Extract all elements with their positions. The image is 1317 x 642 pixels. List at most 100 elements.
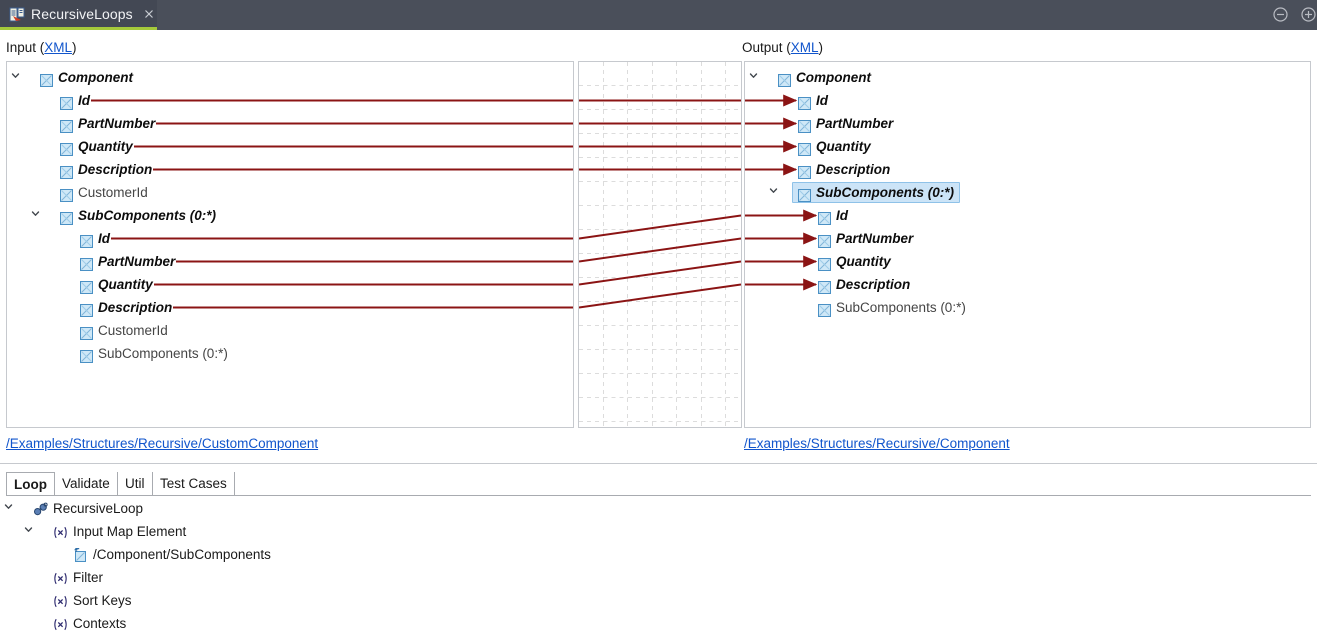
- element-icon: [80, 255, 93, 271]
- input-node-label: Quantity: [98, 277, 153, 292]
- tab-loop[interactable]: Loop: [6, 472, 55, 495]
- input-tree-row[interactable]: CustomerId: [7, 181, 573, 204]
- input-tree-row[interactable]: Id: [7, 89, 573, 112]
- chevron-down-icon[interactable]: [747, 66, 760, 89]
- output-tree-row[interactable]: SubComponents (0:*): [745, 296, 1310, 319]
- mapping-connection-lines: [579, 99, 741, 309]
- output-tree-row[interactable]: PartNumber: [745, 227, 1310, 250]
- input-tree-row[interactable]: Quantity: [7, 135, 573, 158]
- input-tree-row[interactable]: Description: [7, 158, 573, 181]
- chevron-down-icon[interactable]: [2, 497, 15, 520]
- chevron-down-icon[interactable]: [29, 204, 42, 227]
- input-node-label: PartNumber: [78, 116, 156, 131]
- title-bar: RecursiveLoops: [0, 0, 1317, 30]
- tab-util[interactable]: Util: [118, 472, 153, 495]
- element-icon: [80, 232, 93, 248]
- input-node-label: SubComponents (0:*): [98, 346, 228, 361]
- element-icon: [818, 209, 831, 225]
- tab-test-cases[interactable]: Test Cases: [153, 472, 235, 495]
- element-icon: [798, 94, 811, 110]
- output-node-label: SubComponents (0:*): [816, 185, 954, 200]
- output-tree-row[interactable]: Quantity: [745, 135, 1310, 158]
- output-xml-link[interactable]: XML: [790, 40, 819, 55]
- input-node-label: Component: [58, 70, 133, 85]
- output-node-label: PartNumber: [816, 116, 894, 131]
- output-tree-row[interactable]: SubComponents (0:*): [745, 181, 1310, 204]
- function-icon: [53, 570, 68, 585]
- element-icon: [60, 94, 73, 110]
- output-node-label: Quantity: [816, 139, 871, 154]
- input-connection-lines: [91, 99, 573, 309]
- chevron-down-icon[interactable]: [767, 181, 780, 204]
- input-node-label: Description: [98, 300, 173, 315]
- loop-tree-label: /Component/SubComponents: [93, 547, 271, 562]
- function-icon: [53, 524, 68, 539]
- element-icon: [778, 71, 791, 87]
- input-tree-row[interactable]: Quantity: [7, 273, 573, 296]
- loop-tree-row[interactable]: Input Map Element: [0, 520, 1317, 543]
- loop-tree-row[interactable]: Filter: [0, 566, 1317, 589]
- input-tree-row[interactable]: Description: [7, 296, 573, 319]
- output-tree-row[interactable]: Description: [745, 158, 1310, 181]
- output-tree-row[interactable]: Id: [745, 204, 1310, 227]
- output-node-label: SubComponents (0:*): [836, 300, 966, 315]
- loop-tree-row[interactable]: RecursiveLoop: [0, 497, 1317, 520]
- element-icon: [80, 347, 93, 363]
- element-icon: [80, 301, 93, 317]
- output-node-label: Description: [816, 162, 891, 177]
- close-icon[interactable]: [142, 7, 156, 21]
- output-tree-row[interactable]: Id: [745, 89, 1310, 112]
- element-icon: [60, 163, 73, 179]
- mapping-grid-panel[interactable]: [578, 61, 742, 428]
- loop-tree-row[interactable]: Contexts: [0, 612, 1317, 635]
- input-node-label: Id: [98, 231, 110, 246]
- input-tree-row[interactable]: CustomerId: [7, 319, 573, 342]
- input-node-label: PartNumber: [98, 254, 176, 269]
- input-tree-row[interactable]: PartNumber: [7, 250, 573, 273]
- input-tree-row[interactable]: SubComponents (0:*): [7, 342, 573, 365]
- element-icon: [80, 278, 93, 294]
- element-icon: [818, 278, 831, 294]
- output-label-end: ): [818, 40, 824, 55]
- input-node-label: SubComponents (0:*): [78, 208, 216, 223]
- tab-strip-underline: [6, 495, 1311, 496]
- output-structure-path[interactable]: /Examples/Structures/Recursive/Component: [744, 436, 1010, 451]
- input-tree-row[interactable]: Component: [7, 66, 573, 89]
- plus-circle-icon[interactable]: [1300, 6, 1317, 23]
- loop-tree-label: Input Map Element: [73, 524, 187, 539]
- tab-validate[interactable]: Validate: [55, 472, 118, 495]
- output-tree-row[interactable]: PartNumber: [745, 112, 1310, 135]
- loop-tree-row[interactable]: Sort Keys: [0, 589, 1317, 612]
- element-icon: [80, 324, 93, 340]
- input-node-label: Description: [78, 162, 153, 177]
- editor-tab-recursiveloops[interactable]: [0, 0, 157, 30]
- chevron-down-icon[interactable]: [9, 66, 22, 89]
- chevron-down-icon[interactable]: [22, 520, 35, 543]
- loop-tree-label: Filter: [73, 570, 103, 585]
- input-tree-row[interactable]: SubComponents (0:*): [7, 204, 573, 227]
- input-tree-row[interactable]: PartNumber: [7, 112, 573, 135]
- output-tree-row[interactable]: Description: [745, 273, 1310, 296]
- loop-tree-label: Sort Keys: [73, 593, 132, 608]
- minus-circle-icon[interactable]: [1272, 6, 1289, 23]
- horizontal-divider: [0, 463, 1317, 464]
- mapping-document-icon: [9, 7, 25, 23]
- element-icon: [798, 140, 811, 156]
- output-tree-row[interactable]: Quantity: [745, 250, 1310, 273]
- element-icon: [798, 117, 811, 133]
- loop-tree-label: RecursiveLoop: [53, 501, 144, 516]
- output-node-label: Component: [796, 70, 871, 85]
- input-xml-link[interactable]: XML: [44, 40, 73, 55]
- input-label-end: ): [72, 40, 77, 55]
- output-connection-arrows: [745, 94, 818, 291]
- map-element-icon: [73, 547, 88, 562]
- input-structure-path[interactable]: /Examples/Structures/Recursive/CustomCom…: [6, 436, 319, 451]
- output-tree-row[interactable]: Component: [745, 66, 1310, 89]
- element-icon: [798, 186, 811, 202]
- loop-tree-row[interactable]: /Component/SubComponents: [0, 543, 1317, 566]
- element-icon: [60, 186, 73, 202]
- input-tree-row[interactable]: Id: [7, 227, 573, 250]
